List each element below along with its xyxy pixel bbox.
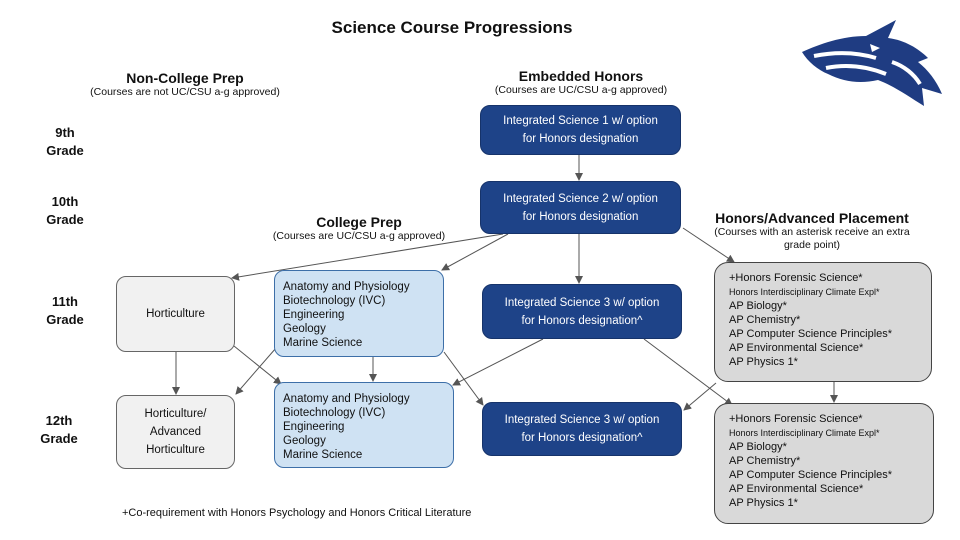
honors-ap-grade11-box: +Honors Forensic Science* Honors Interdi… <box>714 262 932 382</box>
college-prep-heading: College Prep (Courses are UC/CSU a-g app… <box>244 214 474 243</box>
list-item: AP Physics 1* <box>729 497 798 509</box>
honors-ap-heading: Honors/Advanced Placement (Courses with … <box>692 210 932 252</box>
list-item: Engineering <box>283 421 345 433</box>
list-item: AP Computer Science Principles* <box>729 469 893 481</box>
arrow-is3-11-to-ap12 <box>643 338 733 406</box>
college-prep-subtitle: (Courses are UC/CSU a-g approved) <box>272 230 446 242</box>
arrow-cp11-to-hort12 <box>235 347 277 395</box>
list-item: Marine Science <box>283 449 363 461</box>
list-item: Honors Interdisciplinary Climate Expl* <box>729 428 880 438</box>
honors-ap-subtitle-line2: grade point) <box>783 239 841 251</box>
list-item: Biotechnology (IVC) <box>283 407 386 419</box>
list-item: AP Chemistry* <box>729 455 801 467</box>
list-item: +Honors Forensic Science* <box>729 272 863 284</box>
list-item: AP Biology* <box>729 300 787 312</box>
list-item: +Honors Forensic Science* <box>729 413 863 425</box>
list-item: Anatomy and Physiology <box>283 281 410 293</box>
list-item: Engineering <box>283 309 345 321</box>
arrow-is2-to-hort11 <box>231 233 504 281</box>
list-item: Geology <box>283 323 326 335</box>
wolf-head-logo-icon <box>802 20 942 106</box>
arrow-is2-to-cp11 <box>441 233 509 271</box>
embedded-honors-subtitle: (Courses are UC/CSU a-g approved) <box>494 84 668 96</box>
list-item: AP Biology* <box>729 441 787 453</box>
list-item: Geology <box>283 435 326 447</box>
arrow-is2-to-ap11 <box>682 227 735 263</box>
horticulture-grade11-box: Horticulture <box>116 276 235 352</box>
list-item: AP Computer Science Principles* <box>729 328 893 340</box>
list-item: AP Chemistry* <box>729 314 801 326</box>
arrow-ap11-to-is3-12 <box>683 382 717 411</box>
footnote: +Co-requirement with Honors Psychology a… <box>122 507 472 519</box>
college-prep-grade12-box: Anatomy and Physiology Biotechnology (IV… <box>274 382 454 468</box>
list-item: AP Environmental Science* <box>729 342 864 354</box>
non-college-prep-heading: Non-College Prep (Courses are not UC/CSU… <box>55 70 315 99</box>
arrow-hort11-to-cp12 <box>233 345 282 385</box>
arrow-is3-11-to-cp12 <box>452 338 544 386</box>
honors-ap-grade12-box: +Honors Forensic Science* Honors Interdi… <box>714 403 934 524</box>
honors-ap-subtitle-line1: (Courses with an asterisk receive an ext… <box>714 226 910 238</box>
list-item: AP Physics 1* <box>729 356 798 368</box>
list-item: Anatomy and Physiology <box>283 393 410 405</box>
list-item: AP Environmental Science* <box>729 483 864 495</box>
non-college-prep-subtitle: (Courses are not UC/CSU a-g approved) <box>90 86 280 98</box>
list-item: Marine Science <box>283 337 363 349</box>
college-prep-grade11-box: Anatomy and Physiology Biotechnology (IV… <box>274 270 444 357</box>
page-title: Science Course Progressions <box>331 18 573 37</box>
list-item: Biotechnology (IVC) <box>283 295 386 307</box>
embedded-honors-heading: Embedded Honors (Courses are UC/CSU a-g … <box>456 68 706 97</box>
arrow-cp11-to-is3-12 <box>443 351 484 406</box>
list-item: Honors Interdisciplinary Climate Expl* <box>729 287 880 297</box>
